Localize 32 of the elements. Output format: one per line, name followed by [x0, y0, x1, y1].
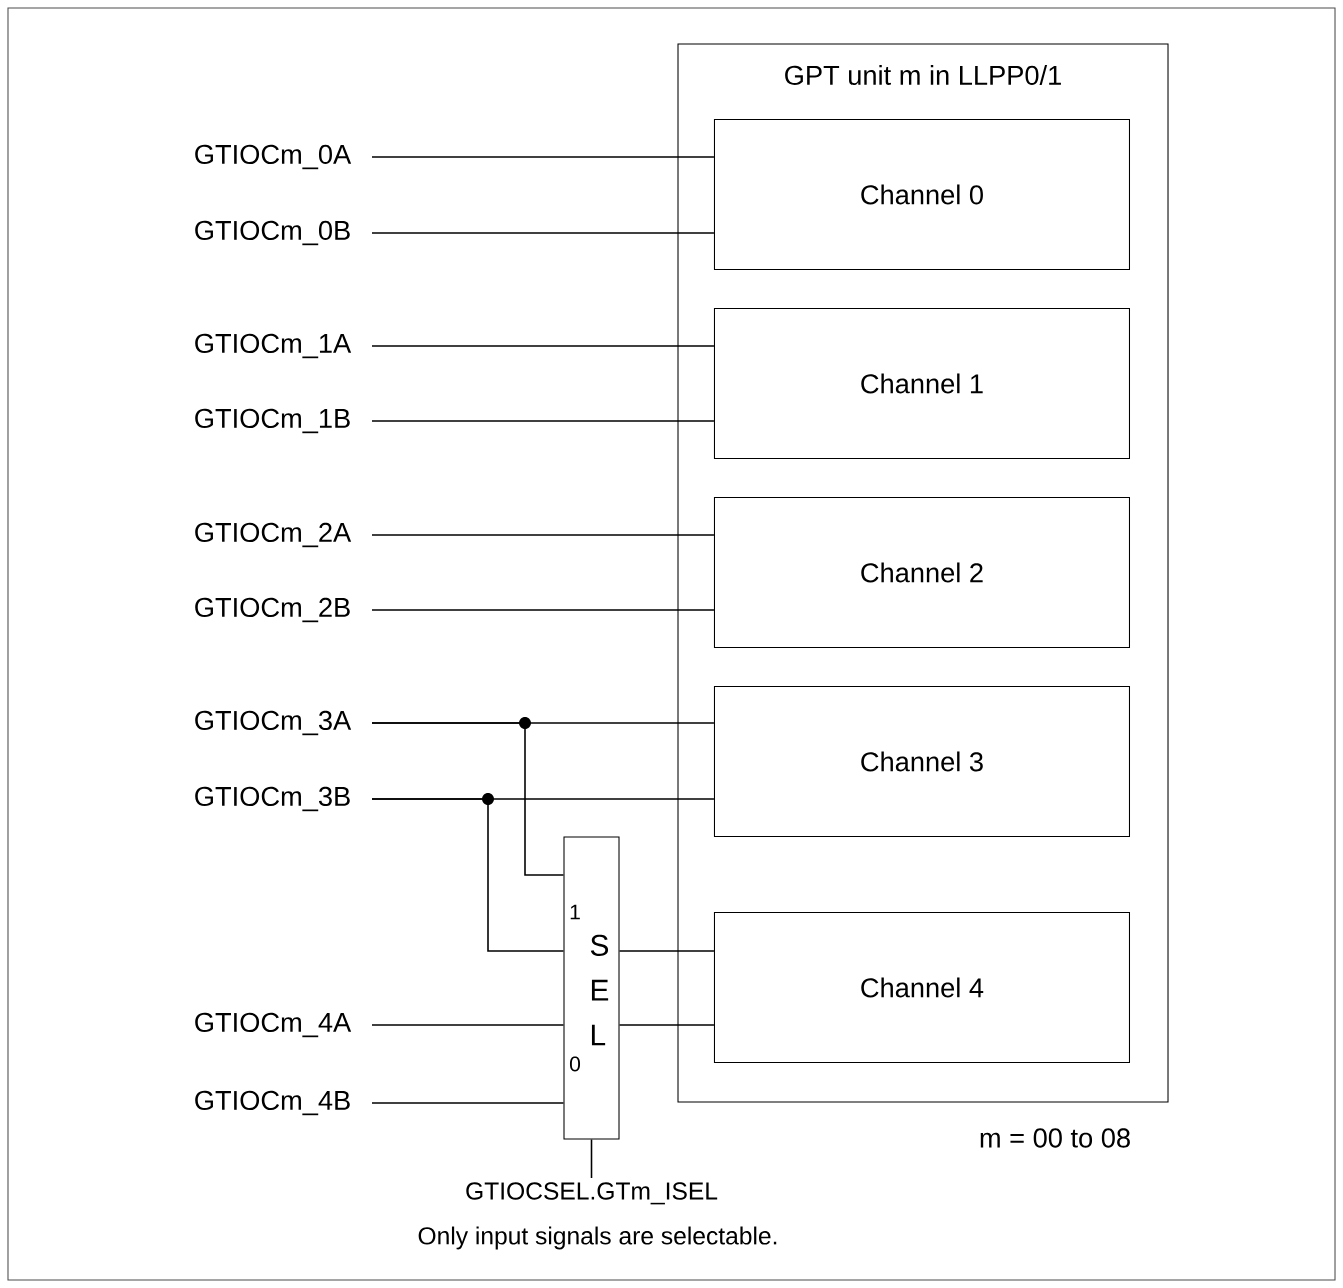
signal-line: [618, 1024, 715, 1026]
signal-line: [371, 609, 715, 611]
signal-line: [371, 420, 715, 422]
selector-box: S E L 1 0: [563, 836, 620, 1140]
signal-label: GTIOCm_0A: [195, 144, 352, 170]
channel-box: Channel 1: [713, 307, 1130, 459]
signal-line: [371, 232, 715, 234]
signal-label: GTIOCm_4A: [195, 1012, 352, 1038]
signal-line: [371, 156, 715, 158]
channel-box: Channel 4: [713, 911, 1130, 1063]
signal-line: [371, 345, 715, 347]
signal-label: GTIOCm_2A: [195, 522, 352, 548]
signal-label: GTIOCm_0B: [195, 220, 350, 246]
signal-line: [590, 1138, 593, 1179]
channel-box: Channel 3: [713, 685, 1130, 837]
signal-label: GTIOCm_1A: [195, 333, 352, 359]
control-label: GTIOCSEL.GTm_ISEL: [466, 1182, 718, 1205]
signal-label: GTIOCm_1B: [195, 408, 350, 434]
signal-label: GTIOCm_4B: [195, 1090, 350, 1116]
signal-line: [371, 717, 565, 876]
signal-label: GTIOCm_2B: [195, 597, 350, 623]
channel-box: Channel 2: [713, 496, 1130, 648]
signal-line: [371, 793, 565, 952]
signal-line: [371, 534, 715, 536]
channel-box: Channel 0: [713, 118, 1130, 270]
signal-line: [371, 1102, 565, 1104]
note-text: m = 00 to 08: [980, 1128, 1130, 1148]
signal-label: GTIOCm_3B: [195, 786, 350, 812]
signal-line: [371, 1024, 565, 1026]
note-text: Only input signals are selectable.: [418, 1226, 777, 1250]
signal-line: [618, 950, 715, 952]
signal-label: GTIOCm_3A: [195, 710, 352, 736]
